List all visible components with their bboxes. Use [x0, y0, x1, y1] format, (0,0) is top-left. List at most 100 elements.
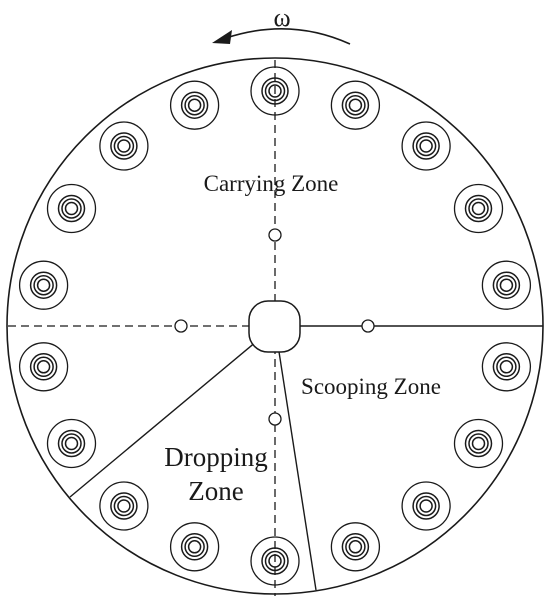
lifter-outer-ring	[46, 183, 97, 234]
lifter	[46, 418, 97, 469]
lifter	[481, 260, 532, 310]
lifter-inner-ring	[180, 91, 209, 119]
lifter-inner-ring	[64, 436, 79, 451]
lifter-outer-ring	[99, 121, 149, 171]
lifter-inner-ring	[464, 429, 493, 458]
lifter-outer-ring	[250, 536, 300, 586]
lifter-outer-ring	[169, 522, 220, 572]
lifter-inner-ring	[261, 77, 289, 105]
lifter	[453, 418, 504, 469]
lifter-inner-ring	[468, 198, 489, 219]
lifter	[99, 121, 149, 171]
lifter-inner-ring	[184, 94, 205, 116]
lifter-inner-ring	[57, 194, 86, 223]
marker-circle-left	[174, 319, 188, 333]
lifter-inner-ring	[264, 550, 286, 572]
lifter-inner-ring	[29, 353, 58, 381]
lifter	[250, 66, 300, 116]
lifter-outer-ring	[401, 121, 451, 171]
lifter-outer-ring	[46, 418, 97, 469]
lifter	[401, 121, 451, 171]
lifter	[401, 481, 451, 531]
lifter-inner-ring	[415, 495, 437, 517]
omega-symbol: ω	[273, 3, 290, 32]
lifter-inner-ring	[496, 274, 517, 296]
lifter-inner-ring	[345, 536, 366, 558]
lifter-inner-ring	[415, 135, 437, 157]
lifter-inner-ring	[33, 274, 54, 296]
lifter-outer-ring	[453, 183, 504, 234]
lifter-inner-ring	[268, 84, 282, 98]
lifter-inner-ring	[471, 436, 486, 451]
marker-circle-right	[361, 319, 375, 333]
lifter-inner-ring	[341, 533, 370, 561]
lifter-inner-ring	[496, 356, 517, 378]
lifter-inner-ring	[268, 554, 282, 568]
carrying-zone-label: Carrying Zone	[204, 171, 339, 196]
lifter-outer-ring	[169, 80, 220, 130]
marker-circle-top	[268, 228, 282, 242]
lifter-inner-ring	[61, 433, 82, 454]
lifter-outer-ring	[453, 418, 504, 469]
lifter-inner-ring	[341, 91, 370, 119]
lifter-outer-ring	[18, 342, 69, 392]
lifter-outer-ring	[481, 260, 532, 310]
lifter-inner-ring	[113, 495, 135, 517]
lifter-inner-ring	[184, 536, 205, 558]
lifter-inner-ring	[61, 198, 82, 219]
lifter	[99, 481, 149, 531]
lifter-inner-ring	[29, 271, 58, 299]
lifter-inner-ring	[419, 139, 433, 153]
lifter-outer-ring	[401, 481, 451, 531]
lifter-inner-ring	[64, 201, 79, 216]
lifter-inner-ring	[412, 132, 440, 160]
lifter-outer-ring	[330, 80, 381, 130]
lifter-outer-ring	[18, 260, 69, 310]
lifter-inner-ring	[499, 360, 514, 374]
dropping-zone-label-line2: Zone	[188, 476, 243, 506]
lifter-inner-ring	[348, 540, 363, 554]
dropping-zone-label-line1: Dropping	[164, 442, 268, 472]
lifter	[250, 536, 300, 586]
lifter-inner-ring	[110, 132, 138, 160]
central-hub	[248, 300, 301, 353]
lifter-inner-ring	[471, 201, 486, 216]
dropping-zone-boundary	[69, 325, 276, 498]
lifter	[46, 183, 97, 234]
lifter-inner-ring	[261, 547, 289, 575]
lifter-ring	[18, 66, 532, 586]
lifter-inner-ring	[57, 429, 86, 458]
lifter-inner-ring	[464, 194, 493, 223]
lifter	[453, 183, 504, 234]
lifter	[18, 342, 69, 392]
lifter-inner-ring	[187, 540, 202, 554]
lifter-inner-ring	[499, 278, 514, 292]
lifter-inner-ring	[492, 353, 521, 381]
lifter-inner-ring	[180, 533, 209, 561]
lifter	[481, 342, 532, 392]
lifter-inner-ring	[412, 492, 440, 520]
lifter-inner-ring	[36, 278, 51, 292]
lifter-inner-ring	[419, 499, 433, 513]
lifter	[18, 260, 69, 310]
lifter	[330, 522, 381, 572]
lifter	[330, 80, 381, 130]
lifter-inner-ring	[110, 492, 138, 520]
lifter-outer-ring	[330, 522, 381, 572]
lifter-inner-ring	[117, 499, 131, 513]
lifter-inner-ring	[117, 139, 131, 153]
lifter-outer-ring	[481, 342, 532, 392]
lifter-inner-ring	[264, 80, 286, 102]
lifter-inner-ring	[113, 135, 135, 157]
lifter-inner-ring	[33, 356, 54, 378]
lifter-inner-ring	[187, 98, 202, 112]
marker-circle-bottom	[268, 412, 282, 426]
lifter	[169, 522, 220, 572]
lifter-outer-ring	[250, 66, 300, 116]
lifter-inner-ring	[348, 98, 363, 112]
lifter	[169, 80, 220, 130]
rotation-arrow	[225, 28, 351, 45]
lifter-inner-ring	[492, 271, 521, 299]
lifter-inner-ring	[345, 94, 366, 116]
